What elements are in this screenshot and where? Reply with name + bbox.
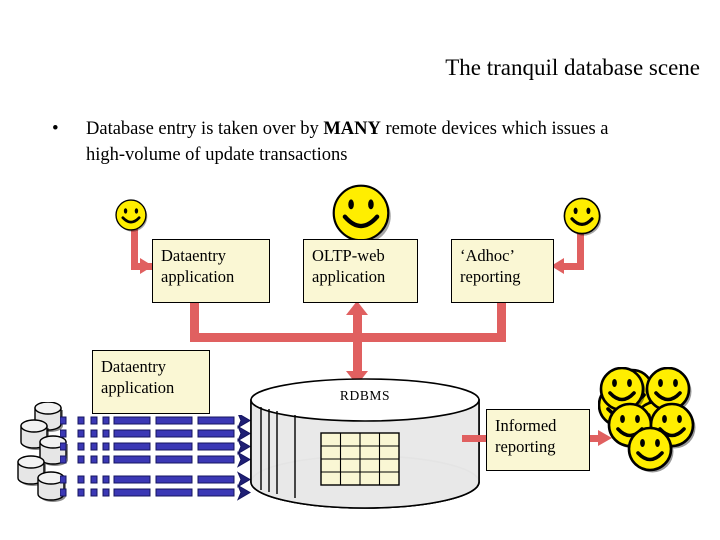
bullet-text-prefix: Database entry is taken over by [86,119,324,139]
connector-rdbms-to-crowd-arrowhead [598,430,612,446]
box-dataentry2-line2: application [101,378,175,398]
connector-adhoc-to-bus [497,302,506,341]
database-cylinder-icon[interactable] [249,378,481,510]
box-oltp-line2: application [312,267,386,287]
box-dataentry-application[interactable]: Dataentry application [152,239,270,303]
connector-dataentry-to-bus [190,302,199,340]
connector-smiley-right-vertical [577,222,584,270]
connector-smiley-left-vertical [131,222,138,270]
connector-bus-horizontal [190,333,506,342]
bullet-paragraph: • Database entry is taken over by MANY r… [52,116,652,169]
connector-arrowhead-up [346,301,368,315]
box-informed-reporting[interactable]: Informed reporting [486,409,590,471]
smiley-face-icon [332,184,391,244]
smiley-face-icon [563,197,602,236]
box-informed-line1: Informed [495,416,557,435]
bullet-text-suffix: remote devices which issues a high-volum… [86,119,609,166]
connector-smiley-right-arrowhead [551,258,564,274]
box-informed-line2: reporting [495,437,556,457]
bullet-marker: • [52,118,59,139]
box-oltp-line1: OLTP-web [312,246,385,265]
box-adhoc-line2: reporting [460,267,521,287]
page-title: The tranquil database scene [445,55,700,80]
database-table-grid [320,432,400,486]
box-dataentry2-line1: Dataentry [101,357,167,376]
bullet-text-emphasis: MANY [323,119,381,139]
smiley-face-icon [115,199,148,232]
box-dataentry-application-2[interactable]: Dataentry application [92,350,210,414]
box-adhoc-line1: ‘Adhoc’ [460,246,515,265]
database-label: RDBMS [339,388,391,403]
connector-oltp-rdbms-shaft [353,312,362,376]
connector-smiley-left-arrowhead [140,258,153,274]
dashed-arrow-icon [60,415,251,500]
connector-smiley-right-horizontal [563,263,584,270]
smiley-face-crowd-icon [598,367,696,473]
box-dataentry-line1: Dataentry [161,246,227,265]
box-oltp-web-application[interactable]: OLTP-web application [303,239,418,303]
box-dataentry-line2: application [161,267,235,287]
bullet-text: Database entry is taken over by MANY rem… [86,116,652,169]
box-adhoc-reporting[interactable]: ‘Adhoc’ reporting [451,239,554,303]
